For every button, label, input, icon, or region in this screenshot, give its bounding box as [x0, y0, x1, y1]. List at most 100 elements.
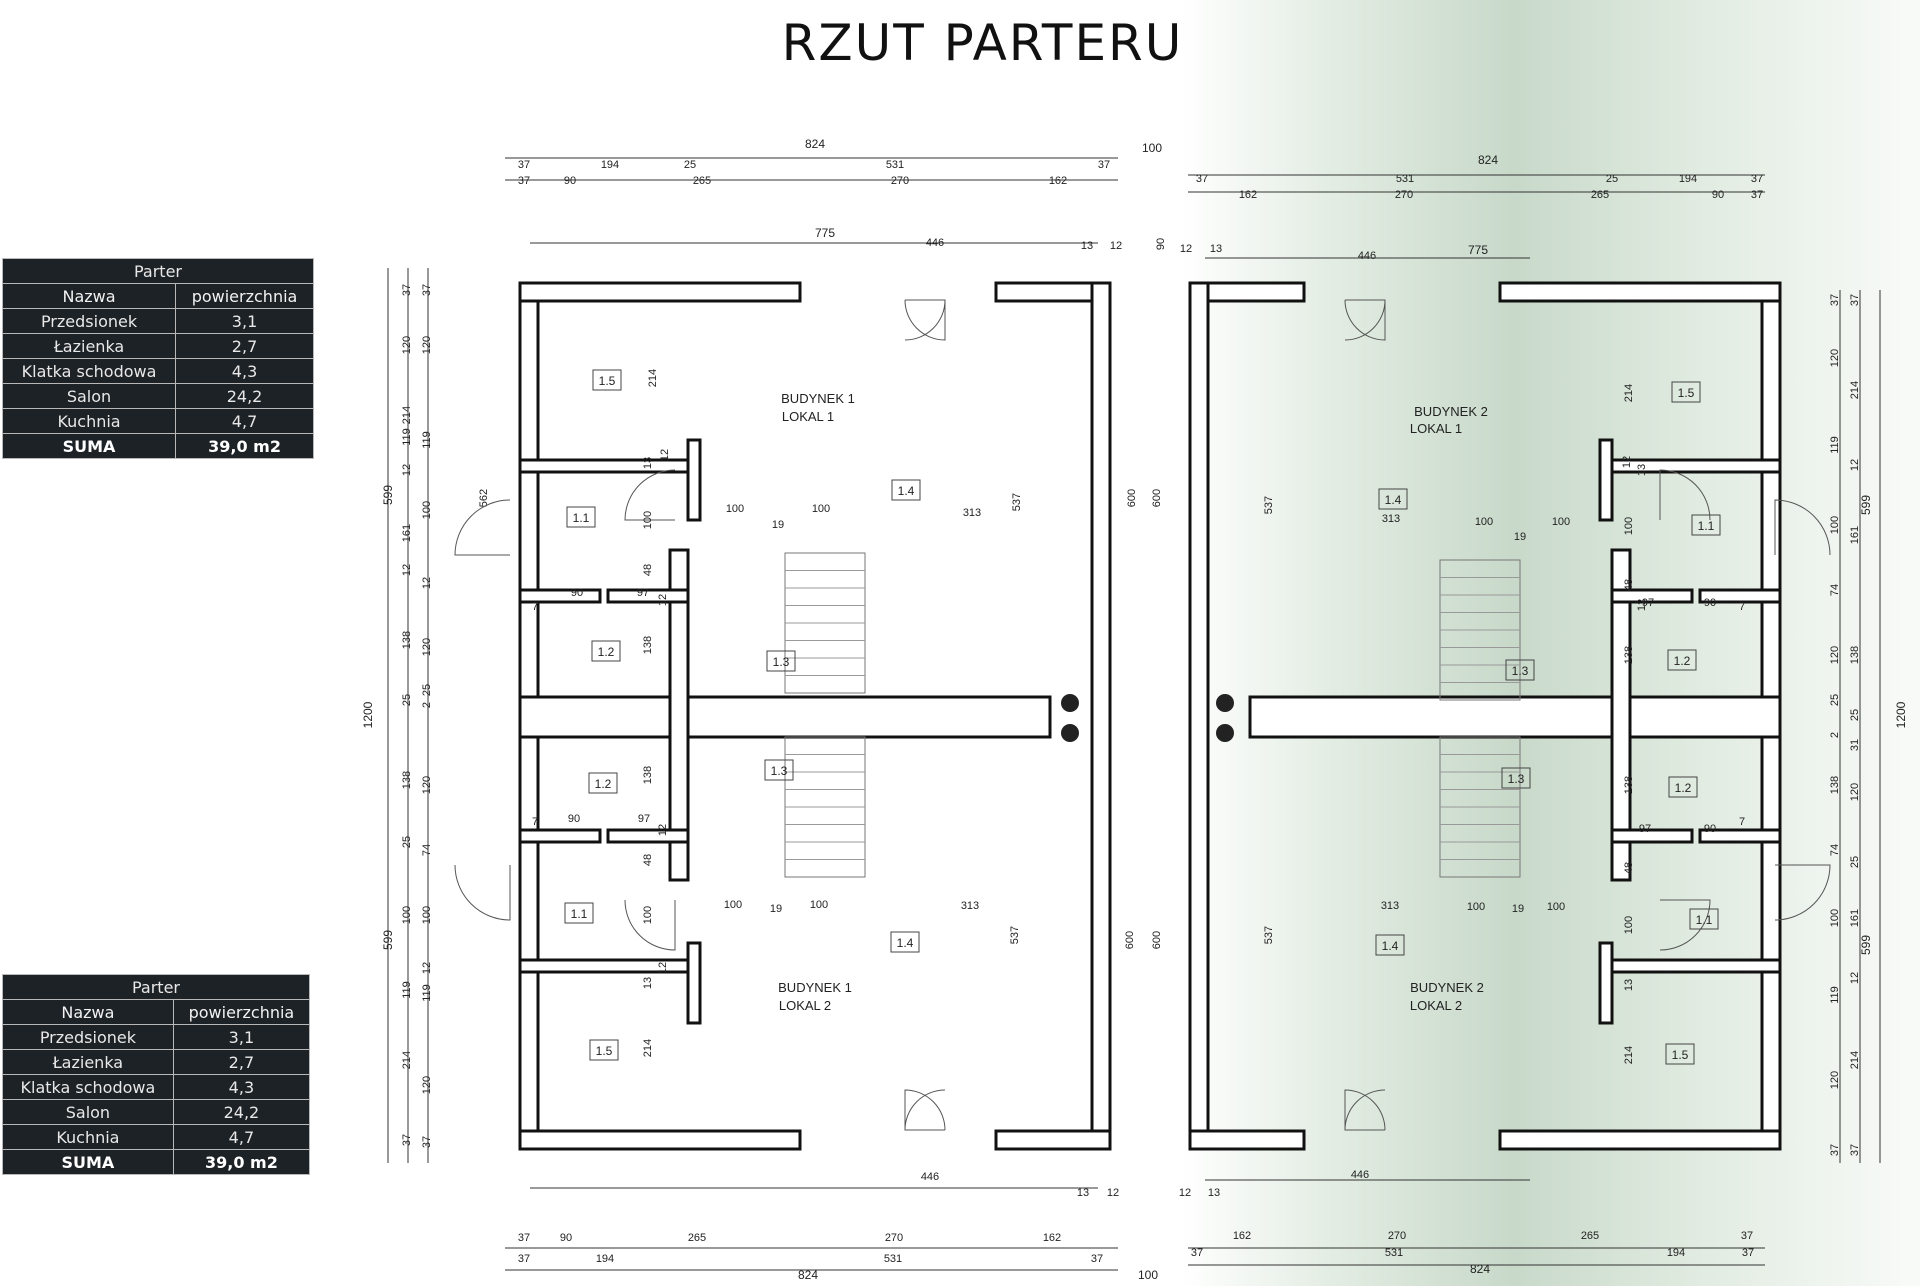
dimension-label: 37	[401, 1134, 413, 1146]
dimension-label: 100	[1552, 516, 1570, 528]
room-tag-box	[1665, 1043, 1695, 1065]
dimension-label: 214	[1623, 1046, 1635, 1064]
dimension-label: 531	[1396, 173, 1414, 185]
dimension-label: 100	[1467, 901, 1485, 913]
room-tag-box	[588, 772, 618, 794]
dimension-label: 90	[1712, 189, 1724, 201]
dimension-label: 37	[1751, 189, 1763, 201]
wall	[1498, 281, 1782, 303]
room-tag-box	[1667, 649, 1697, 671]
dimension-label: 138	[1829, 776, 1841, 794]
balcony-door-swing	[904, 299, 946, 341]
dimension-label: 161	[1849, 526, 1861, 544]
dimension-label: 74	[1829, 844, 1841, 856]
dimension-label: 100	[421, 906, 433, 924]
staircase	[1439, 559, 1521, 701]
dimension-label: 119	[421, 431, 433, 449]
dimension-label: 600	[1151, 931, 1163, 949]
dimension-label: LOKAL 1	[782, 409, 834, 424]
dimension-label: 100	[642, 511, 654, 529]
dimension-label: 214	[647, 369, 659, 387]
sum-label: SUMA	[2, 1149, 174, 1175]
door-swing	[1659, 469, 1711, 521]
dimension-label: 270	[891, 175, 909, 187]
room-tag-box	[589, 1039, 619, 1061]
dimension-label: 25	[1849, 709, 1861, 721]
room-tag-box	[1501, 767, 1531, 789]
dimension-label: 537	[1263, 926, 1275, 944]
wall	[1188, 1129, 1306, 1151]
column-header: Nazwa	[1, 283, 177, 309]
room-tag: 1.1	[571, 907, 588, 921]
dimension-label: 100	[810, 899, 828, 911]
room-area: 3,1	[175, 308, 314, 334]
door-swing	[624, 899, 676, 951]
dimension-label: 12	[657, 824, 669, 836]
dimension-label: 824	[798, 1268, 818, 1282]
dimension-label: 446	[921, 1171, 939, 1183]
dimension-label: 25	[1829, 694, 1841, 706]
room-tag-box	[1375, 934, 1405, 956]
dimension-label: 37	[421, 284, 433, 296]
dimension-label: 37	[1741, 1230, 1753, 1242]
dimension-label: 31	[1849, 739, 1861, 751]
dimension-label: 90	[1704, 823, 1716, 835]
room-area: 24,2	[172, 1099, 311, 1125]
dimension-label: 537	[1263, 496, 1275, 514]
dimension-label: BUDYNEK 1	[778, 980, 852, 995]
dimension-label: 12	[1180, 243, 1192, 255]
wall	[518, 695, 1052, 739]
dimension-label: 37	[518, 1253, 530, 1265]
page-title: RZUT PARTERU	[781, 14, 1184, 72]
room-tag: 1.3	[1508, 772, 1525, 786]
dimension-label: BUDYNEK 2	[1414, 404, 1488, 419]
wall	[1698, 828, 1782, 844]
entrance-door-swing	[454, 499, 511, 556]
balcony-door-swing	[1344, 299, 1386, 341]
dimension-label: 37	[1849, 294, 1861, 306]
wall	[606, 828, 690, 844]
dimension-label: 12	[1636, 599, 1648, 611]
entrance-door-swing	[454, 864, 511, 921]
dimension-label: 313	[1381, 900, 1399, 912]
dimension-label: 138	[1849, 646, 1861, 664]
dimension-label: 37	[401, 284, 413, 296]
room-tag: 1.2	[595, 777, 612, 791]
dimension-label: 120	[1829, 646, 1841, 664]
dimension-label: 25	[1849, 856, 1861, 868]
wall	[994, 1129, 1112, 1151]
room-tag-box	[1691, 514, 1721, 536]
dimension-label: 119	[401, 981, 413, 999]
dimension-label: 12	[659, 449, 671, 461]
dimension-label: 48	[642, 854, 654, 866]
chimney-flue	[1216, 694, 1234, 712]
room-name: Przedsionek	[1, 308, 177, 334]
wall	[518, 588, 602, 604]
room-tag: 1.3	[1512, 664, 1529, 678]
sum-value: 39,0 m2	[175, 433, 314, 459]
staircase	[784, 736, 866, 878]
dimension-label: 100	[1142, 141, 1162, 155]
dimension-label: 214	[1849, 1051, 1861, 1069]
dimension-label: 13	[642, 977, 654, 989]
dimension-label: 600	[1151, 489, 1163, 507]
dimension-label: 313	[1382, 513, 1400, 525]
dimension-label: 37	[1751, 173, 1763, 185]
dimension-label: 119	[1829, 436, 1841, 454]
wall	[1598, 438, 1614, 522]
dimension-label: 265	[1581, 1230, 1599, 1242]
dimension-label: 120	[421, 1076, 433, 1094]
dimension-label: 100	[812, 503, 830, 515]
wall	[1610, 588, 1694, 604]
balcony-door-swing	[904, 299, 946, 341]
entrance-door-swing	[1774, 864, 1831, 921]
dimension-label: BUDYNEK 1	[781, 391, 855, 406]
dimension-label: 775	[1468, 243, 1488, 257]
dimension-label: 100	[1547, 901, 1565, 913]
dimension-label: 37	[1849, 1144, 1861, 1156]
room-tag-box	[890, 931, 920, 953]
dimension-label: 19	[1512, 903, 1524, 915]
dimension-label: 97	[637, 587, 649, 599]
room-name: Łazienka	[1, 333, 177, 359]
room-tag-box	[592, 369, 622, 391]
